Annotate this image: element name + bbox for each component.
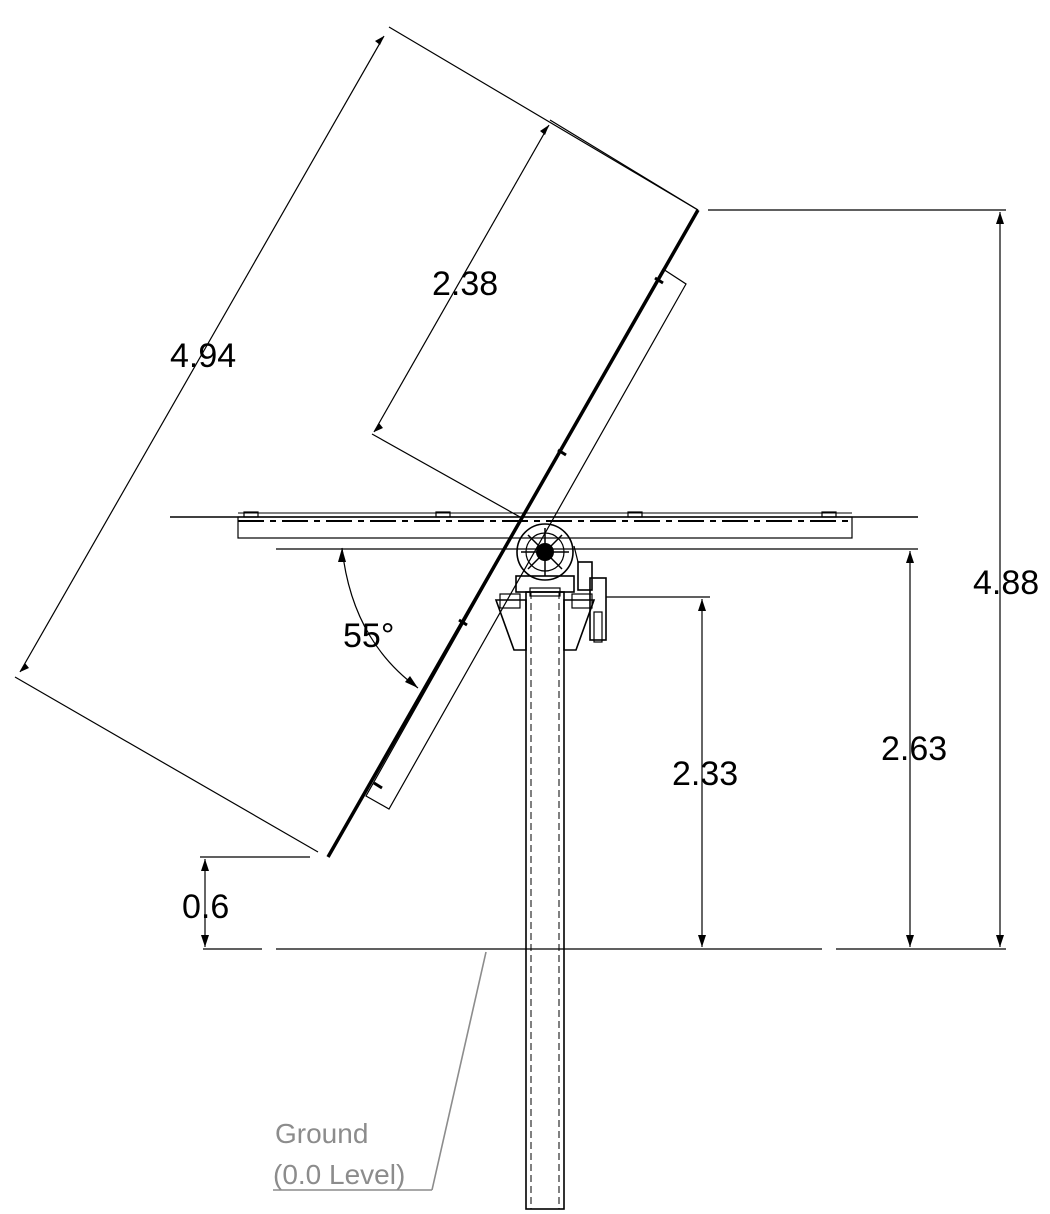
dimension-actuator-height: 2.33 bbox=[606, 596, 738, 947]
dimension-panel-length: 4.94 bbox=[14, 26, 699, 853]
ground-label-line2: (0.0 Level) bbox=[273, 1159, 405, 1190]
dimension-total-height: 4.88 bbox=[708, 209, 1039, 947]
dimension-4-94-label: 4.94 bbox=[170, 337, 236, 375]
ground-callout: Ground (0.0 Level) bbox=[273, 951, 487, 1191]
drive-head bbox=[494, 523, 607, 651]
dimension-2-38-label: 2.38 bbox=[432, 265, 498, 303]
dimension-55-label: 55° bbox=[343, 617, 394, 655]
dimension-2-33-label: 2.33 bbox=[672, 755, 738, 793]
ground-label-line1: Ground bbox=[275, 1118, 368, 1149]
dimension-pivot-height: 2.63 bbox=[276, 548, 947, 947]
dimension-bottom-clearance: 0.6 bbox=[182, 856, 310, 947]
dimension-2-63-label: 2.63 bbox=[881, 730, 947, 768]
dimension-tilt-angle: 55° bbox=[338, 547, 419, 689]
dimension-4-88-label: 4.88 bbox=[973, 564, 1039, 602]
dimension-half-panel: 2.38 bbox=[371, 119, 699, 518]
dimension-0-6-label: 0.6 bbox=[182, 888, 229, 926]
support-post bbox=[525, 591, 565, 1210]
tilted-panel-position bbox=[326, 209, 700, 858]
